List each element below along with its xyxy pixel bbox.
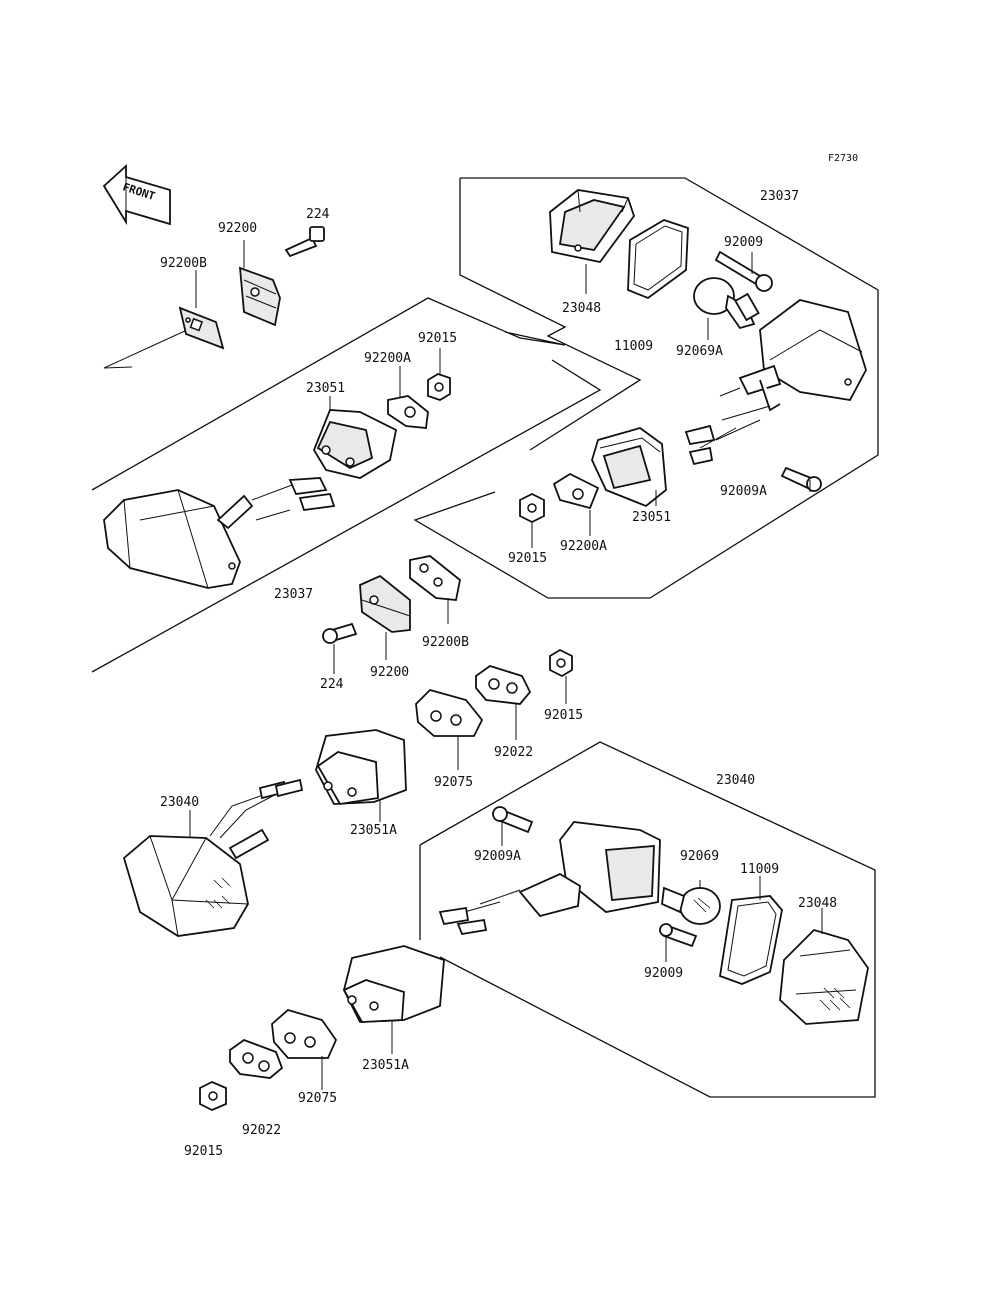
label-92075-a: 92075 [434, 775, 473, 790]
label-92015-d: 92015 [184, 1144, 223, 1159]
screw-224-top [284, 226, 325, 258]
washer-92022-lower [229, 1038, 284, 1079]
boot-23051-left [312, 409, 398, 479]
washer-92022-upper [475, 665, 532, 705]
gasket-11009-lower [718, 895, 783, 985]
front-arrow-icon: FRONT [102, 163, 171, 226]
label-92022-a: 92022 [494, 745, 533, 760]
lens-23048-lower [779, 928, 869, 1025]
screw-92009-lower [659, 923, 698, 948]
plate-92200A-left [387, 395, 429, 429]
screw-92009A-lower [492, 806, 534, 834]
nut-92015-left [427, 373, 451, 401]
label-92200B-mid: 92200B [422, 635, 469, 650]
boot-23051A-upper [315, 729, 407, 805]
label-11009-b: 11009 [740, 862, 779, 877]
boot-23051-right [591, 427, 667, 508]
label-92075-b: 92075 [298, 1091, 337, 1106]
leader-lines [189, 240, 823, 1090]
lamp-housing-23040-right [438, 821, 661, 936]
label-92200A-b: 92200A [560, 539, 607, 554]
label-92009-a: 92009 [724, 235, 763, 250]
bracket-92200-top [238, 266, 281, 327]
label-23051A-b: 23051A [362, 1058, 409, 1073]
label-92009A-a: 92009A [720, 484, 767, 499]
label-23051-b: 23051 [632, 510, 671, 525]
label-224-top: 224 [306, 207, 330, 222]
label-92015-a: 92015 [418, 331, 457, 346]
nut-92015-lower [199, 1081, 227, 1111]
lamp-housing-23037-right [684, 299, 867, 466]
boot-23051A-lower [342, 945, 445, 1023]
label-224-mid: 224 [320, 677, 344, 692]
nut-92015-mid [549, 648, 573, 678]
bulb-92069A [693, 277, 760, 330]
screw-92009A-top [780, 466, 822, 492]
label-23037-left: 23037 [274, 587, 313, 602]
gasket-11009-top [627, 219, 689, 300]
label-92200-mid: 92200 [370, 665, 409, 680]
nut-92015-right [519, 492, 545, 524]
label-23048-b: 23048 [798, 896, 837, 911]
screw-224-mid [322, 622, 358, 644]
plate-92200A-right [552, 472, 600, 510]
bracket-92200-mid [359, 574, 411, 633]
label-92009A-b: 92009A [474, 849, 521, 864]
group-outline-23037-left [91, 297, 566, 491]
lens-23048-top [549, 189, 636, 263]
figure-reference-code: F2730 [828, 153, 858, 164]
label-23040-left: 23040 [160, 795, 199, 810]
label-23051-a: 23051 [306, 381, 345, 396]
bracket-92200B-top [178, 306, 225, 350]
label-23037-right: 23037 [760, 189, 799, 204]
part-labels: 224 92200 92200B 92015 92200A 23051 2303… [160, 189, 837, 1159]
label-92015-b: 92015 [508, 551, 547, 566]
screw-92009-top [714, 250, 773, 292]
label-11009-a: 11009 [614, 339, 653, 354]
label-92200-top: 92200 [218, 221, 257, 236]
label-23040-right: 23040 [716, 773, 755, 788]
lamp-housing-23040-left [122, 778, 304, 937]
label-92069A: 92069A [676, 344, 723, 359]
label-92069: 92069 [680, 849, 719, 864]
label-92022-b: 92022 [242, 1123, 281, 1138]
bracket-92200B-mid [409, 555, 461, 601]
label-92200A-a: 92200A [364, 351, 411, 366]
label-92015-c: 92015 [544, 708, 583, 723]
grommet-92075-upper [415, 688, 484, 737]
grommet-92075-lower [271, 1008, 338, 1059]
lamp-housing-23037-left [103, 477, 336, 589]
label-23051A-a: 23051A [350, 823, 397, 838]
group-outline-23040-right [419, 741, 876, 1098]
group-outline-23037-right [413, 177, 879, 599]
bulb-92069 [661, 886, 721, 925]
label-92009-b: 92009 [644, 966, 683, 981]
label-92200B-top: 92200B [160, 256, 207, 271]
label-23048-a: 23048 [562, 301, 601, 316]
